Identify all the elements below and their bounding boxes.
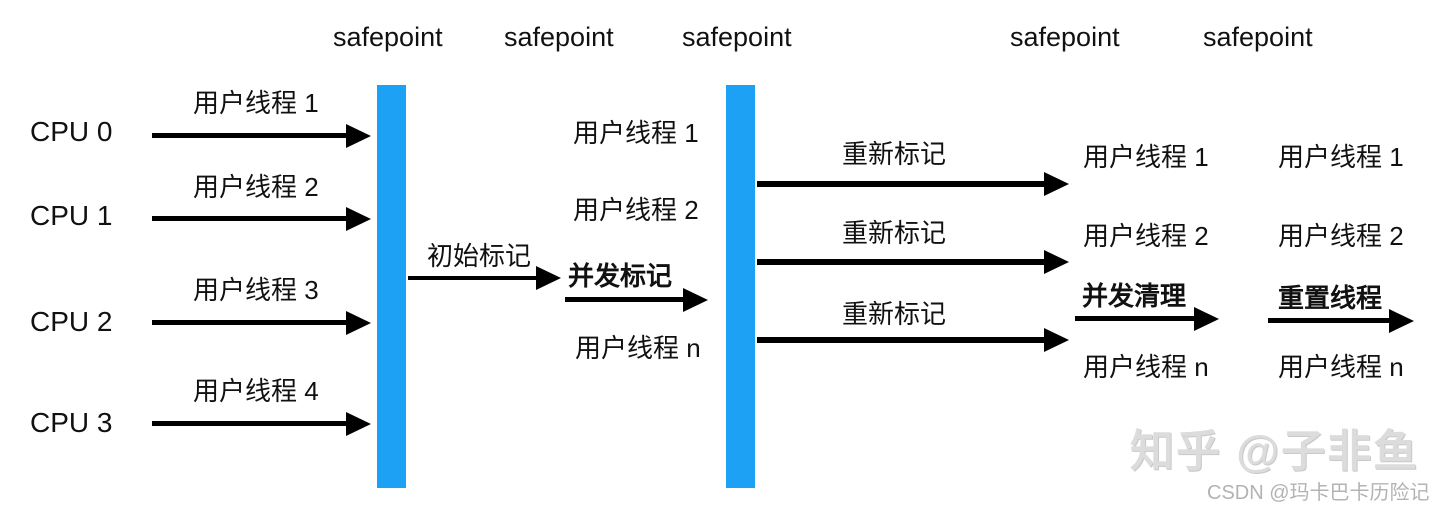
cpu-label-1: CPU 1 [30,200,113,231]
cpu-label-0: CPU 0 [30,116,113,147]
remark-label-3: 重新标记 [842,299,947,329]
col5-thread-label-n: 用户线程 n [1278,352,1404,382]
initial-mark-arrow [408,276,536,280]
col4-thread-label-1: 用户线程 1 [1083,142,1209,172]
col4-thread-label-n: 用户线程 n [1083,352,1209,382]
mid-thread-label-2: 用户线程 2 [573,195,699,225]
cpu-label-3: CPU 3 [30,407,113,438]
remark-arrow-2 [757,259,1044,265]
cpu-label-2: CPU 2 [30,306,113,337]
initial-mark-label: 初始标记 [427,241,532,271]
remark-label-1: 重新标记 [842,139,947,169]
zhihu-watermark: 知乎 @子非鱼 [1130,427,1420,476]
csdn-watermark: CSDN @玛卡巴卡历险记 [1207,482,1430,504]
remark-arrow-1 [757,181,1044,187]
concurrent-mark-arrow [565,297,683,302]
safepoint-label-2: safepoint [504,22,614,52]
cpu2-thread-arrow [152,320,346,325]
mid-thread-label-1: 用户线程 1 [573,118,699,148]
concurrent-sweep-arrow [1075,316,1194,321]
remark-arrow-3 [757,337,1044,343]
safepoint-bar-1 [377,85,406,488]
safepoint-label-5: safepoint [1203,22,1313,52]
cpu3-thread-arrow [152,421,346,426]
cpu0-thread-arrow [152,133,346,138]
mid-thread-label-n: 用户线程 n [575,333,701,363]
col5-thread-label-1: 用户线程 1 [1278,142,1404,172]
safepoint-label-3: safepoint [682,22,792,52]
user-thread-label-4: 用户线程 4 [193,376,319,406]
remark-label-2: 重新标记 [842,218,947,248]
cpu1-thread-arrow [152,216,346,221]
reset-threads-arrow [1268,318,1389,323]
safepoint-label-1: safepoint [333,22,443,52]
concurrent-sweep-label: 并发清理 [1082,281,1187,311]
user-thread-label-3: 用户线程 3 [193,275,319,305]
safepoint-label-4: safepoint [1010,22,1120,52]
user-thread-label-1: 用户线程 1 [193,88,319,118]
reset-threads-label: 重置线程 [1278,283,1383,313]
user-thread-label-2: 用户线程 2 [193,172,319,202]
concurrent-mark-label: 并发标记 [568,261,673,291]
safepoint-bar-2 [726,85,755,488]
col5-thread-label-2: 用户线程 2 [1278,221,1404,251]
col4-thread-label-2: 用户线程 2 [1083,221,1209,251]
